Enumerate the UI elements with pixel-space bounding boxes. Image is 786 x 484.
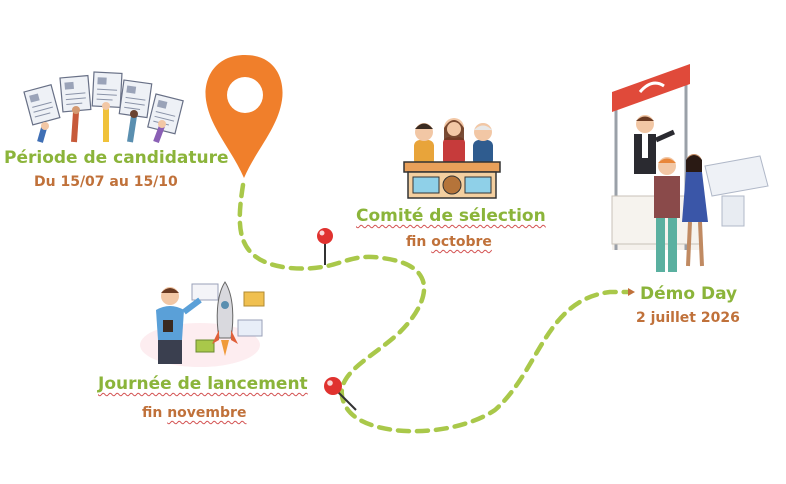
subtitle-month: octobre [431,234,492,250]
step-subtitle-lancement: fin novembre [142,405,246,421]
demo-day-stand-illustration [611,64,769,272]
subtitle-month: novembre [167,405,247,421]
map-pin-icon [317,228,333,265]
step-subtitle-comite: fin octobre [406,234,492,250]
subtitle-prefix: fin [142,405,168,421]
arrow-icon [628,288,635,296]
rocket-launch-illustration [140,281,265,367]
step-title-lancement: Journée de lancement [98,374,308,394]
step-subtitle-demo-day: 2 juillet 2026 [636,310,740,326]
step-subtitle-candidature: Du 15/07 au 15/10 [34,174,178,190]
location-pin-icon [205,55,283,178]
jury-panel-illustration [403,118,501,199]
step-title-comite: Comité de sélection [356,206,546,226]
step-title-candidature: Période de candidature [4,148,229,168]
map-pin-icon [324,377,357,411]
step-title-demo-day: Démo Day [640,284,738,304]
dashed-route [237,182,631,434]
hands-documents-illustration [23,71,184,144]
subtitle-prefix: fin [406,234,432,250]
